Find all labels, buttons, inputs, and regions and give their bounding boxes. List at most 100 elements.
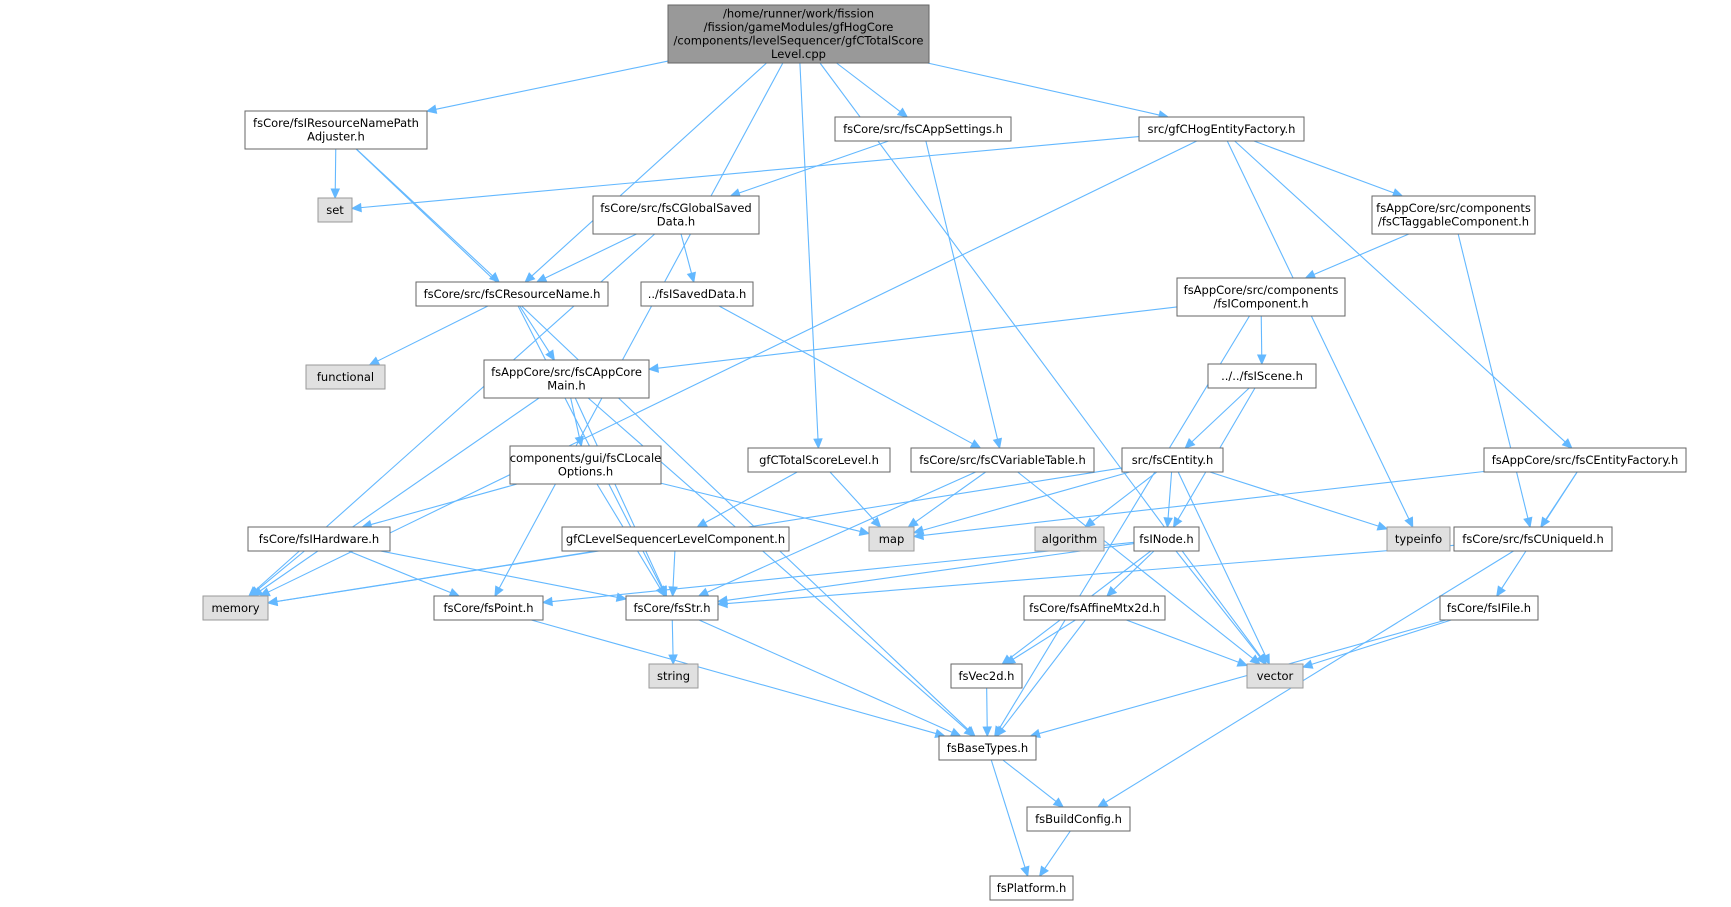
node-hogfactory[interactable]: src/gfCHogEntityFactory.h — [1138, 116, 1305, 142]
edge-arrowhead — [1301, 659, 1314, 669]
node-label: fsCore/fsIHardware.h — [259, 532, 379, 546]
edge-arrowhead — [647, 363, 659, 373]
node-iscene[interactable]: ../../fsIScene.h — [1207, 363, 1317, 389]
node-point[interactable]: fsCore/fsPoint.h — [433, 595, 544, 621]
node-label: memory — [211, 601, 259, 615]
node-box — [317, 197, 353, 223]
edge-vartable-to-map — [907, 471, 986, 528]
node-label: Main.h — [547, 379, 585, 393]
edge-arrowhead — [249, 586, 261, 597]
node-label: Adjuster.h — [307, 130, 365, 144]
node-platform[interactable]: fsPlatform.h — [989, 875, 1074, 901]
node-icomponent[interactable]: fsAppCore/src/components/fsIComponent.h — [1176, 277, 1346, 317]
node-isaved[interactable]: ../fsISavedData.h — [640, 281, 754, 307]
edge-levelseqcomp-to-memory — [266, 550, 600, 607]
node-totalscore[interactable]: gfCTotalScoreLevel.h — [747, 447, 891, 473]
edge-arrowhead — [1376, 521, 1389, 531]
node-uniqueid[interactable]: fsCore/src/fsCUniqueId.h — [1453, 526, 1613, 552]
edge-arrowhead — [425, 104, 438, 114]
node-basetypes[interactable]: fsBaseTypes.h — [938, 735, 1037, 761]
edge-affine-to-vec2d — [1004, 619, 1076, 665]
edge-root-to-appsettings — [836, 62, 909, 118]
node-label: fsAppCore/src/fsCEntityFactory.h — [1492, 453, 1679, 467]
node-label: Level.cpp — [771, 47, 826, 61]
node-str[interactable]: fsCore/fsStr.h — [625, 595, 719, 621]
edge-line — [1012, 619, 1076, 660]
edge-arrowhead — [1004, 654, 1017, 665]
edges-layer — [248, 60, 1578, 878]
node-label: fsVec2d.h — [959, 669, 1015, 683]
node-box — [202, 595, 269, 621]
edge-arrowhead — [982, 726, 992, 738]
node-box — [1483, 447, 1687, 473]
edge-point-to-basetypes — [531, 619, 946, 739]
edge-locale-to-map — [660, 482, 871, 536]
node-ihardware[interactable]: fsCore/fsIHardware.h — [247, 526, 391, 552]
edge-line — [259, 397, 540, 592]
node-box — [1453, 526, 1613, 552]
edge-basetypes-to-buildconfig — [1002, 759, 1065, 808]
edge-inode-to-affine — [1106, 550, 1155, 597]
edge-line — [927, 62, 1160, 116]
node-affine[interactable]: fsCore/fsAffineMtx2d.h — [1023, 595, 1166, 621]
edge-arrowhead — [716, 598, 728, 609]
node-box — [834, 116, 1012, 142]
node-box — [648, 663, 699, 689]
edge-entityfactory-to-map — [912, 470, 1485, 541]
node-label: fsCore/fsStr.h — [634, 601, 711, 615]
node-root[interactable]: /home/runner/work/fission/fission/gameMo… — [667, 4, 930, 64]
edge-line — [1002, 759, 1057, 802]
node-entityfactory[interactable]: fsAppCore/src/fsCEntityFactory.h — [1483, 447, 1687, 473]
edge-arrowhead — [541, 596, 553, 607]
node-label: string — [657, 669, 690, 683]
edge-line — [355, 148, 969, 731]
edge-centity-to-inode — [1163, 471, 1173, 529]
node-box — [415, 281, 609, 307]
edge-line — [1044, 830, 1071, 869]
edge-totalscore-to-map — [829, 471, 882, 528]
edge-root-to-resname — [524, 62, 767, 283]
edge-line — [435, 60, 669, 110]
node-appsettings[interactable]: fsCore/src/fsCAppSettings.h — [834, 116, 1012, 142]
node-label: gfCLevelSequencerLevelComponent.h — [566, 532, 785, 546]
edge-inode-to-str — [716, 542, 1135, 605]
edge-line — [726, 542, 1135, 601]
edge-ihardware-to-memory — [249, 550, 305, 597]
edge-line — [570, 397, 580, 438]
edge-line — [836, 62, 901, 112]
node-levelseqcomp[interactable]: gfCLevelSequencerLevelComponent.h — [561, 526, 790, 552]
node-vartable[interactable]: fsCore/src/fsCVariableTable.h — [910, 447, 1095, 473]
node-label: components/gui/fsCLocale — [510, 451, 662, 465]
edge-arrowhead — [858, 526, 871, 536]
edge-line — [380, 550, 618, 598]
node-box — [950, 663, 1023, 689]
node-buildconfig[interactable]: fsBuildConfig.h — [1026, 806, 1131, 832]
edge-line — [531, 619, 937, 735]
edge-arrowhead — [448, 588, 461, 597]
nodes-layer: /home/runner/work/fission/fission/gameMo… — [202, 4, 1687, 901]
node-resname[interactable]: fsCore/src/fsCResourceName.h — [415, 281, 609, 307]
edge-arrowhead — [1236, 657, 1249, 667]
edge-vec2d-to-basetypes — [982, 687, 992, 738]
node-box — [433, 595, 544, 621]
edge-line — [551, 541, 1135, 603]
edge-appsettings-to-globalsaved — [729, 140, 889, 198]
node-label: src/fsCEntity.h — [1132, 453, 1214, 467]
node-box — [509, 445, 662, 485]
edge-arrowhead — [1184, 438, 1196, 449]
node-taggable[interactable]: fsAppCore/src/components/fsCTaggableComp… — [1371, 195, 1536, 235]
node-label: /home/runner/work/fission — [723, 7, 874, 21]
node-vec2d[interactable]: fsVec2d.h — [950, 663, 1023, 689]
edge-line — [1191, 387, 1250, 443]
node-centity[interactable]: src/fsCEntity.h — [1121, 447, 1224, 473]
edge-line — [1091, 471, 1158, 522]
node-ifile[interactable]: fsCore/fsIFile.h — [1439, 595, 1539, 621]
node-inode[interactable]: fsINode.h — [1133, 526, 1200, 552]
node-label: fsCore/fsAffineMtx2d.h — [1029, 601, 1160, 615]
node-box — [868, 526, 915, 552]
edge-line — [1253, 140, 1394, 194]
